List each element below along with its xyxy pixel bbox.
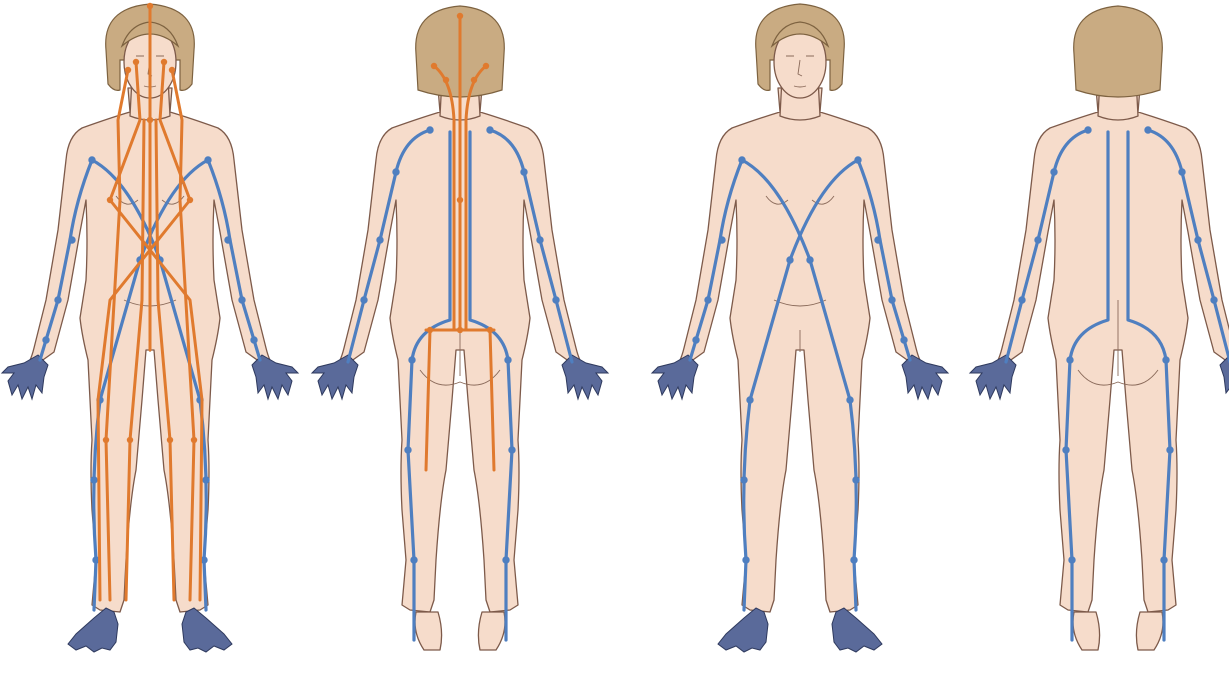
blue-channel-point bbox=[851, 557, 857, 563]
blue-channel-point bbox=[503, 557, 509, 563]
blue-channel-point bbox=[509, 447, 515, 453]
right-hand-icon bbox=[252, 355, 298, 399]
blue-channel-point bbox=[427, 127, 433, 133]
figure-back-blue bbox=[970, 6, 1229, 650]
blue-channel-point bbox=[521, 169, 527, 175]
blue-channel-point bbox=[787, 257, 793, 263]
blue-channel-point bbox=[1069, 557, 1075, 563]
blue-channel-point bbox=[1179, 169, 1185, 175]
right-foot-icon bbox=[182, 608, 232, 652]
orange-channel-point bbox=[147, 3, 153, 9]
orange-channel-point bbox=[125, 67, 131, 73]
orange-channel-point bbox=[427, 327, 433, 333]
orange-channel-point bbox=[487, 327, 493, 333]
blue-channel-point bbox=[487, 127, 493, 133]
blue-channel-point bbox=[889, 297, 895, 303]
blue-channel-point bbox=[1161, 557, 1167, 563]
orange-channel-point bbox=[133, 59, 139, 65]
blue-channel-point bbox=[1085, 127, 1091, 133]
blue-channel-point bbox=[719, 237, 725, 243]
blue-channel-point bbox=[747, 397, 753, 403]
blue-channel-point bbox=[741, 477, 747, 483]
orange-channel-point bbox=[457, 13, 463, 19]
blue-channel-point bbox=[203, 477, 209, 483]
orange-channel-point bbox=[147, 117, 153, 123]
left-foot-icon bbox=[68, 608, 118, 652]
left-hand-icon bbox=[970, 355, 1016, 399]
left-hand-icon bbox=[312, 355, 358, 399]
blue-channel-point bbox=[69, 237, 75, 243]
orange-channel-point bbox=[471, 77, 477, 83]
blue-channel-point bbox=[1063, 447, 1069, 453]
blue-channel-point bbox=[875, 237, 881, 243]
orange-channel-point bbox=[431, 63, 437, 69]
blue-channel-point bbox=[251, 337, 257, 343]
orange-channel-point bbox=[483, 63, 489, 69]
right-foot-icon bbox=[832, 608, 882, 652]
blue-channel-point bbox=[411, 557, 417, 563]
right-hand-icon bbox=[902, 355, 948, 399]
left-foot-icon bbox=[718, 608, 768, 652]
orange-channel-point bbox=[457, 327, 463, 333]
right-hand-icon bbox=[1220, 355, 1229, 399]
blue-channel-point bbox=[405, 447, 411, 453]
hair-back-icon bbox=[1074, 6, 1163, 97]
blue-channel-point bbox=[855, 157, 861, 163]
blue-channel-point bbox=[1163, 357, 1169, 363]
blue-channel-point bbox=[1035, 237, 1041, 243]
left-hand-icon bbox=[2, 355, 48, 399]
blue-channel-point bbox=[377, 237, 383, 243]
blue-channel-point bbox=[55, 297, 61, 303]
figure-front-both bbox=[2, 3, 298, 652]
feet-back-icon bbox=[1073, 612, 1163, 650]
blue-channel-point bbox=[239, 297, 245, 303]
orange-channel-point bbox=[103, 437, 109, 443]
blue-channel-point bbox=[1019, 297, 1025, 303]
blue-channel-point bbox=[43, 337, 49, 343]
blue-channel-point bbox=[505, 357, 511, 363]
blue-channel-point bbox=[705, 297, 711, 303]
blue-channel-point bbox=[739, 157, 745, 163]
blue-channel-point bbox=[1167, 447, 1173, 453]
blue-channel-point bbox=[901, 337, 907, 343]
orange-channel-point bbox=[457, 197, 463, 203]
blue-channel-point bbox=[847, 397, 853, 403]
figure-back-both bbox=[312, 6, 608, 650]
blue-channel-point bbox=[853, 477, 859, 483]
blue-channel-point bbox=[807, 257, 813, 263]
blue-channel-point bbox=[91, 477, 97, 483]
body-back-figure bbox=[998, 88, 1229, 612]
blue-channel-point bbox=[1067, 357, 1073, 363]
blue-channel-point bbox=[393, 169, 399, 175]
blue-channel-point bbox=[409, 357, 415, 363]
blue-channel-point bbox=[553, 297, 559, 303]
orange-channel-point bbox=[167, 437, 173, 443]
blue-channel-point bbox=[89, 157, 95, 163]
blue-channel-point bbox=[1145, 127, 1151, 133]
blue-channel-point bbox=[743, 557, 749, 563]
blue-channel-point bbox=[1051, 169, 1057, 175]
orange-channel-point bbox=[107, 197, 113, 203]
blue-channel-point bbox=[693, 337, 699, 343]
figure-front-blue bbox=[652, 4, 948, 652]
orange-channel-point bbox=[127, 437, 133, 443]
right-hand-icon bbox=[562, 355, 608, 399]
orange-channel-point bbox=[169, 67, 175, 73]
blue-channel-point bbox=[361, 297, 367, 303]
blue-channel-point bbox=[225, 237, 231, 243]
blue-channel-point bbox=[1195, 237, 1201, 243]
orange-channel-point bbox=[187, 197, 193, 203]
feet-back-icon bbox=[415, 612, 505, 650]
orange-channel-point bbox=[191, 437, 197, 443]
left-hand-icon bbox=[652, 355, 698, 399]
orange-channel-point bbox=[161, 59, 167, 65]
blue-channel-point bbox=[205, 157, 211, 163]
orange-channel-point bbox=[443, 77, 449, 83]
blue-channel-point bbox=[537, 237, 543, 243]
blue-channel-point bbox=[1211, 297, 1217, 303]
